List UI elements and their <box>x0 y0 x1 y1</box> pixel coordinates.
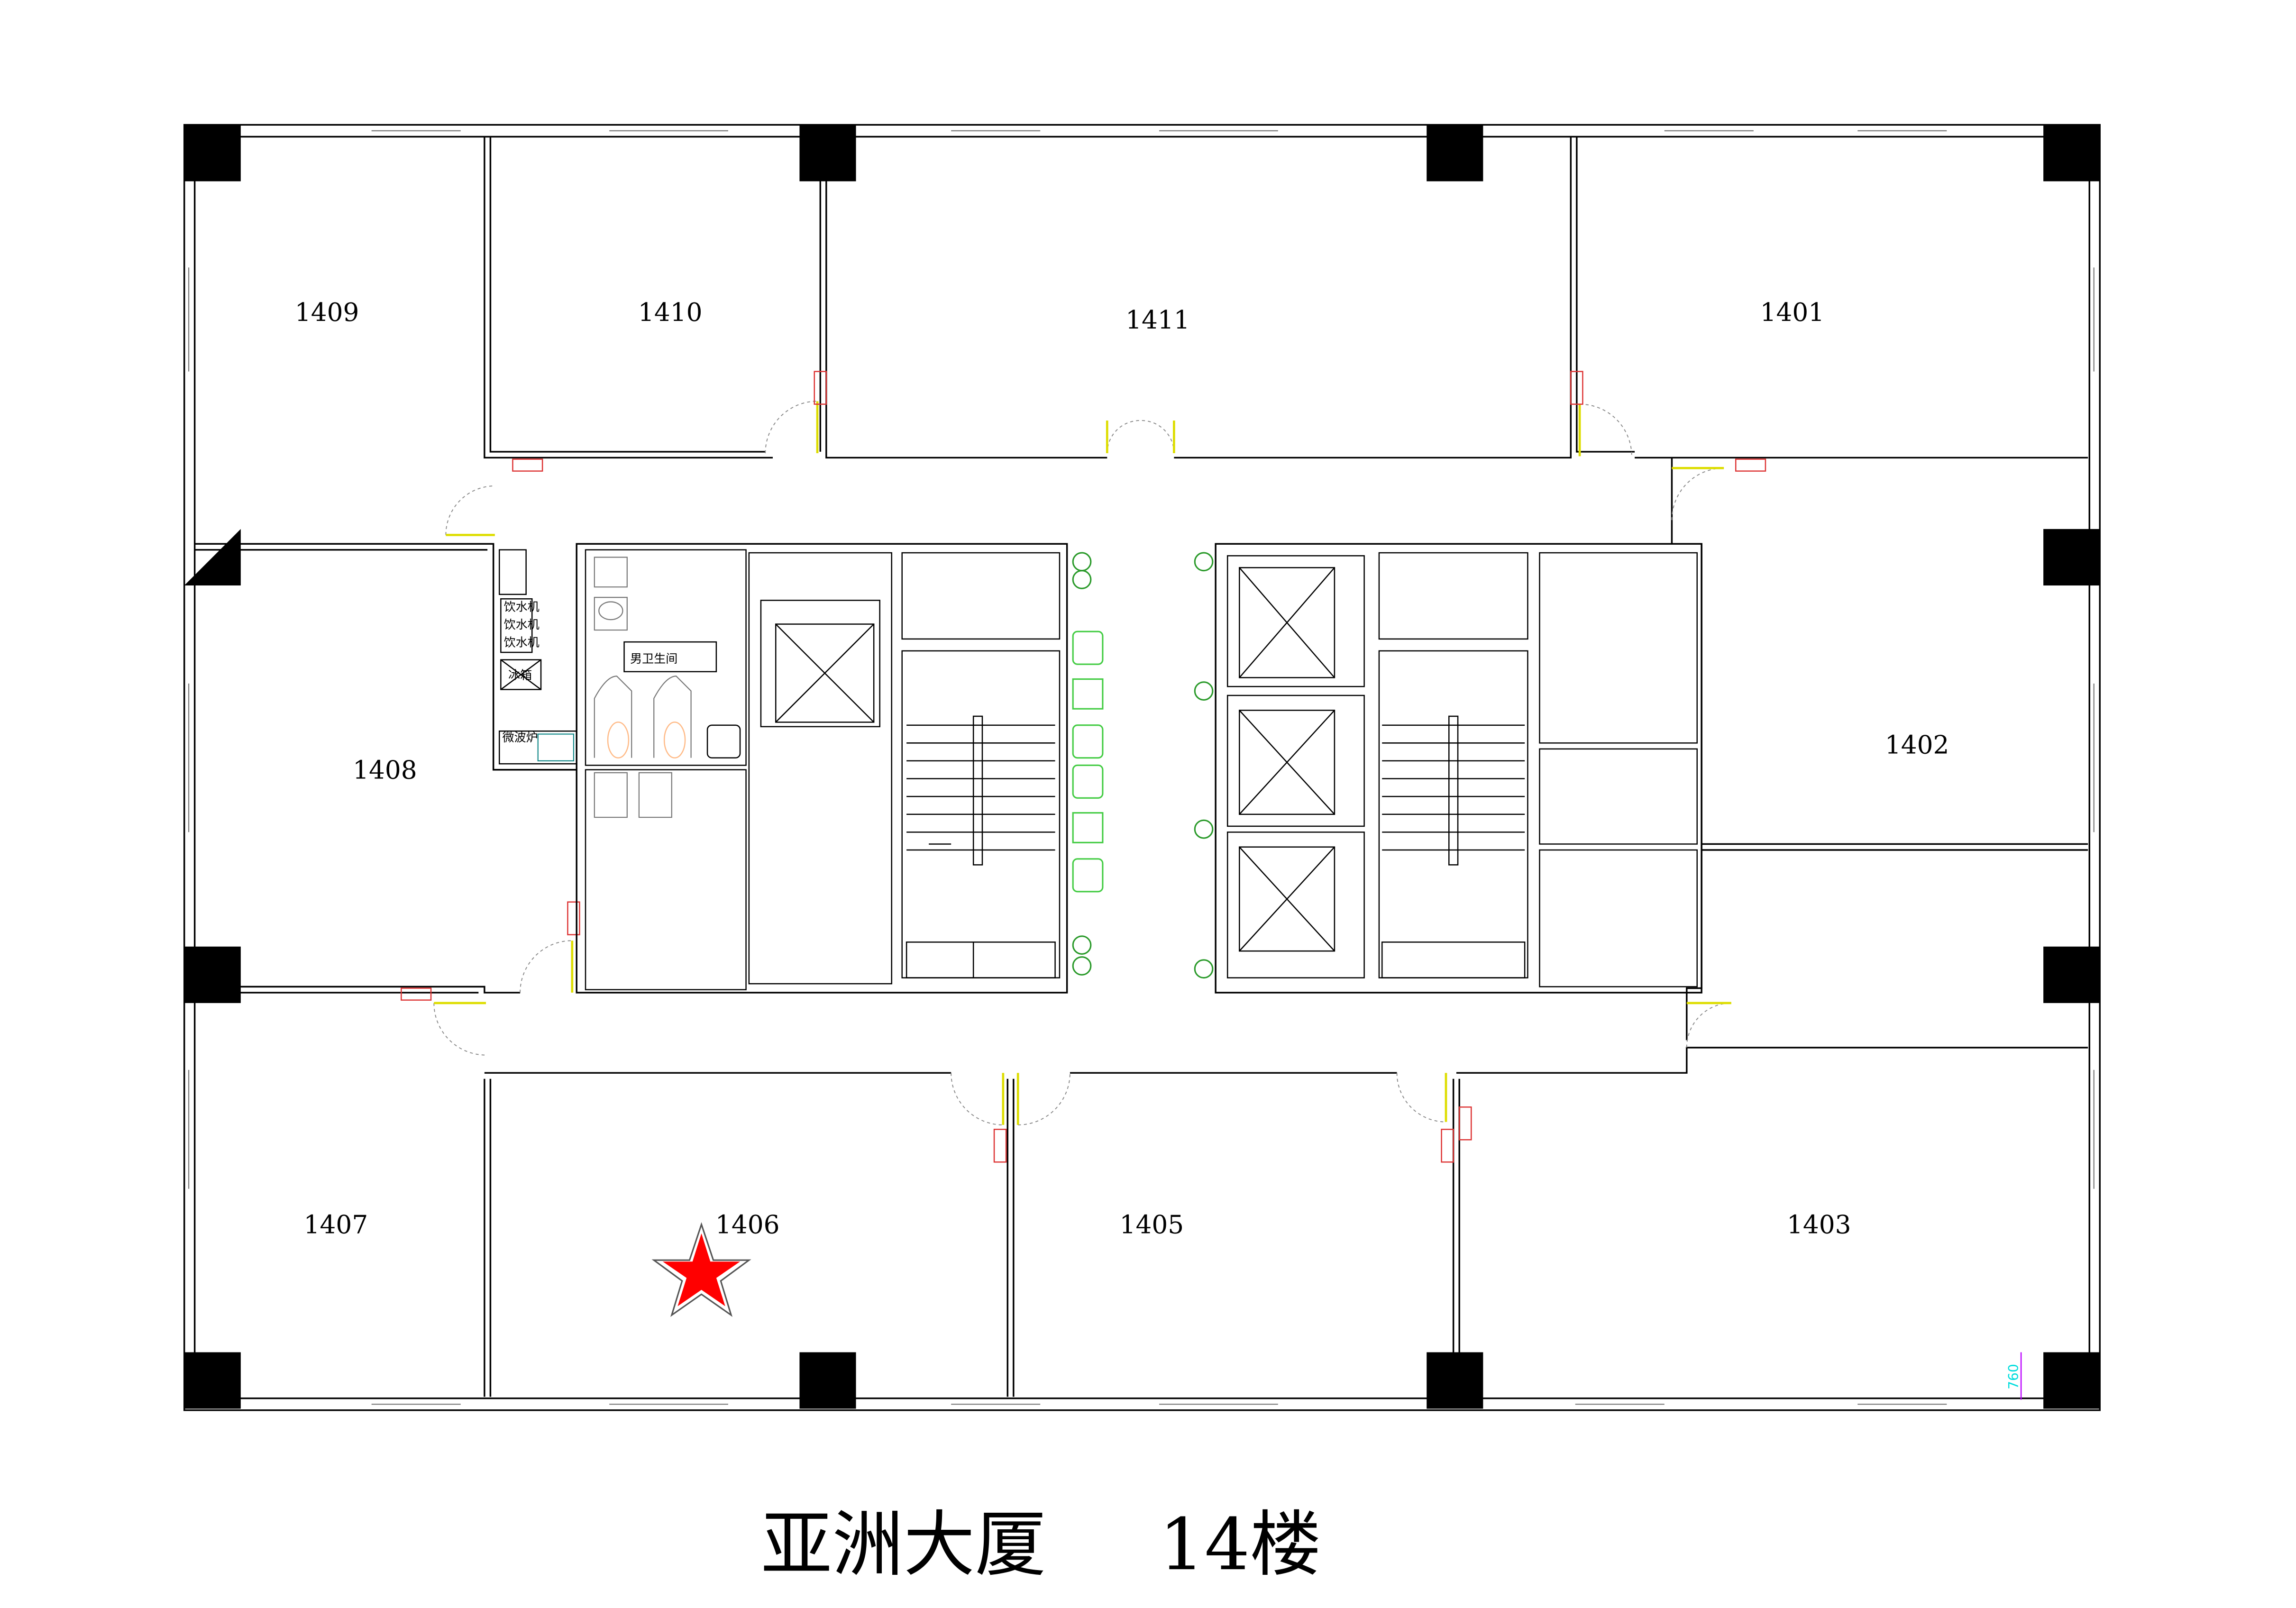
room-1405: 1405 <box>1120 1210 1184 1240</box>
room-1411: 1411 <box>1125 305 1190 335</box>
svg-text:饮水机: 饮水机 <box>504 636 540 649</box>
restroom-label: 男卫生间 <box>630 652 677 666</box>
columns <box>184 125 2100 1409</box>
building-title: 亚洲大厦 <box>761 1503 1046 1586</box>
lobby-furniture <box>1072 552 1214 979</box>
room-1406: 1406 <box>715 1210 780 1240</box>
room-1409: 1409 <box>295 298 359 327</box>
svg-text:微波炉: 微波炉 <box>503 731 538 744</box>
room-1403: 1403 <box>1787 1210 1851 1240</box>
room-1401: 1401 <box>1760 298 1825 327</box>
pantry: 饮水机 饮水机 饮水机 冰箱 微波炉 <box>498 549 577 765</box>
right-core <box>1215 543 1702 994</box>
svg-text:冰箱: 冰箱 <box>508 668 532 682</box>
partitions <box>194 137 2088 1397</box>
floor-title: 14楼 <box>1159 1503 1321 1586</box>
svg-text:饮水机: 饮水机 <box>504 600 540 613</box>
room-1402: 1402 <box>1885 730 1949 759</box>
restroom-label-box <box>623 641 717 673</box>
room-labels: 1409 1410 1411 1401 1408 1402 1407 1406 … <box>295 298 1949 1240</box>
svg-text:760: 760 <box>2006 1364 2022 1389</box>
left-core: 男卫生间 饮水机 饮水机 饮水机 冰箱 微波炉 <box>498 543 1068 994</box>
doors <box>401 371 1766 1163</box>
svg-text:饮水机: 饮水机 <box>504 618 540 631</box>
room-1408: 1408 <box>353 756 417 785</box>
dimension-760: 760 <box>2006 1352 2022 1400</box>
room-1410: 1410 <box>638 298 703 327</box>
outer-walls <box>183 124 2101 1411</box>
location-star-marker <box>651 1222 751 1317</box>
room-1407: 1407 <box>304 1210 368 1240</box>
